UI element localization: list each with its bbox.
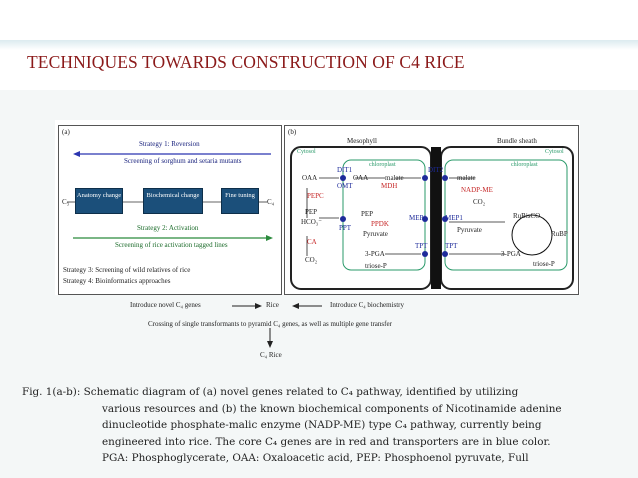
cytosol-label-m: Cytosol [297,149,316,155]
mdh-label: MDH [381,182,398,190]
crossing-label: Crossing of single transformants to pyra… [148,320,392,328]
rubp-label: RuBP [551,230,568,238]
pep-1: PEP [305,208,318,216]
pyruvate-1: Pyruvate [363,230,388,238]
anatomy-change-box: Anatomy change [75,188,123,214]
screening-sorghum-label: Screening of sorghum and setaria mutants [124,157,242,165]
nadp-me-label: NADP-ME [461,186,493,194]
introduce-biochemistry-label: Introduce C₄ biochemistry [330,301,404,309]
rice-label: Rice [266,301,279,309]
co2-m: CO₂ [305,256,318,264]
ppdk-label: PPDK [371,220,389,228]
strategy-3-label: Strategy 3: Screening of wild relatives … [63,266,191,274]
pga3-1: 3-PGA [365,250,385,258]
arrow-to-c4-rice [267,328,273,348]
caption-line: dinucleotide phosphate-malic enzyme (NAD… [102,419,542,431]
c4-rice-label: C₄ Rice [260,351,282,359]
panel-a: (a) Strategy 1: Reversion Screening of s… [58,125,282,295]
mesophyll-label: Mesophyll [347,137,377,145]
co2-bs: CO₂ [473,198,486,206]
pep-2: PEP [361,210,374,218]
oaa-2: OAA [353,174,369,182]
slide-header-band [0,0,638,40]
caption-line: engineered into rice. The core C₄ genes … [102,435,551,448]
tpt-2: TPT [445,242,458,250]
fine-tuning-box: Fine tuning [221,188,259,214]
omt-label: OMT [337,182,353,190]
figure-caption: Fig. 1(a-b): Schematic diagram of (a) no… [22,384,627,467]
strategy-4-label: Strategy 4: Bioinformatics approaches [63,277,171,285]
panel-a-tag: (a) [62,128,70,136]
mep1-label-b: MEP1 [445,214,463,222]
triose-2: triose-P [533,260,555,268]
panel-b: (b) Mesophyll Bundle sheath Cytoso [284,125,579,295]
caption-line: Fig. 1(a-b): Schematic diagram of (a) no… [22,386,519,398]
c3-label: C₃ [62,198,70,206]
triose-1: triose-P [365,262,387,270]
c4-label: C₄ [267,198,275,206]
screening-rice-label: Screening of rice activation tagged line… [115,241,228,249]
strategy-2-label: Strategy 2: Activation [137,224,199,232]
slide-title: TECHNIQUES TOWARDS CONSTRUCTION OF C4 RI… [27,52,465,72]
caption-line: various resources and (b) the known bioc… [102,402,562,415]
figure-image: (a) Strategy 1: Reversion Screening of s… [55,120,580,295]
ca-label: CA [307,238,317,246]
oaa-1: OAA [302,174,318,182]
pepc-label: PEPC [307,192,324,200]
arrow-to-rice-left [232,303,262,309]
chloroplast-label-m: chloroplast [369,162,396,168]
malate-2: malate [457,174,476,182]
pathway-arrows [67,201,267,203]
dit1-label: DIT1 [337,166,353,174]
rubisco-label: RuBisCO [513,212,541,220]
cytosol-label-bs: Cytosol [545,149,564,155]
strategy-1-label: Strategy 1: Reversion [139,140,200,148]
introduce-novel-genes-label: Introduce novel C₄ genes [130,301,201,309]
pga3-2: 3-PGA [501,250,521,258]
caption-line: PGA: Phosphoglycerate, OAA: Oxaloacetic … [102,452,529,464]
ppt-label: PPT [339,224,352,232]
biochemical-change-box: Biochemical change [143,188,203,214]
malate-1: malate [385,174,404,182]
dit2-label: DIT2 [428,166,444,174]
chloroplast-label-bs: chloroplast [511,162,538,168]
activation-arrow [73,235,273,241]
reversion-arrow [73,151,271,157]
hco3-label: HCO₃⁻ [301,218,322,226]
panel-b-tag: (b) [288,128,297,136]
bundle-sheath-label: Bundle sheath [497,137,537,145]
slide-header-divider [0,40,638,50]
pyruvate-2: Pyruvate [457,226,482,234]
tpt-1: TPT [415,242,428,250]
arrow-to-rice-right [292,303,322,309]
mep1-label-a: MEP1 [409,214,427,222]
cell-diagram [290,146,574,290]
